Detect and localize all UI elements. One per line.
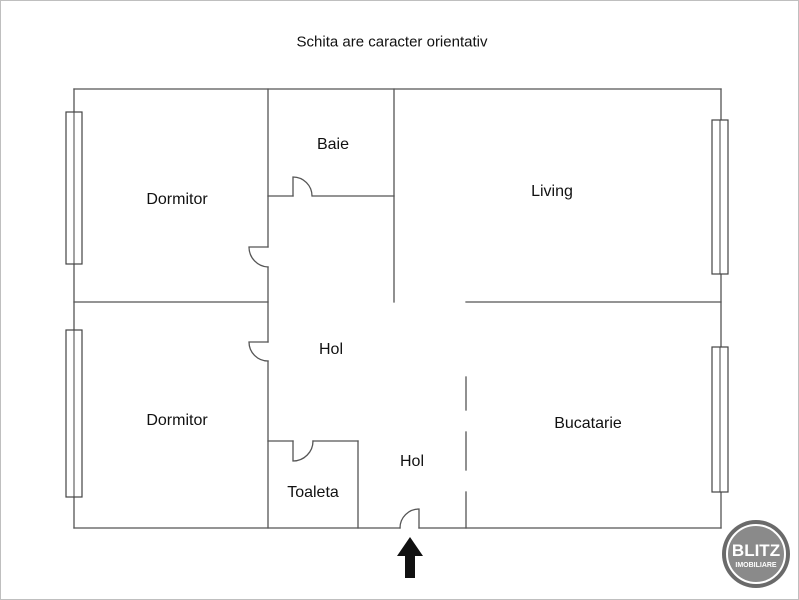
room-label-bucatarie: Bucatarie	[554, 415, 622, 432]
door-dormitor-top	[248, 246, 269, 268]
room-label-living: Living	[531, 183, 573, 200]
door-dormitor-bottom	[248, 341, 269, 362]
plan-note: Schita are caracter orientativ	[296, 33, 488, 51]
blitz-logo-icon: BLITZ IMOBILIARE	[722, 520, 790, 588]
door-toaleta	[292, 440, 314, 462]
entrance-arrow-icon	[397, 537, 423, 578]
room-label-baie: Baie	[316, 136, 350, 153]
room-label-toaleta: Toaleta	[287, 484, 339, 501]
room-label-dormitor-top: Dormitor	[146, 191, 208, 208]
room-label-hol-main: Hol	[318, 341, 344, 358]
door-baie	[292, 176, 313, 197]
logo-sub: IMOBILIARE	[735, 562, 777, 569]
room-label-hol-entry: Hol	[399, 453, 425, 470]
door-entrance	[399, 508, 420, 529]
room-label-dormitor-bottom: Dormitor	[146, 412, 208, 429]
logo-brand: BLITZ	[732, 541, 780, 560]
